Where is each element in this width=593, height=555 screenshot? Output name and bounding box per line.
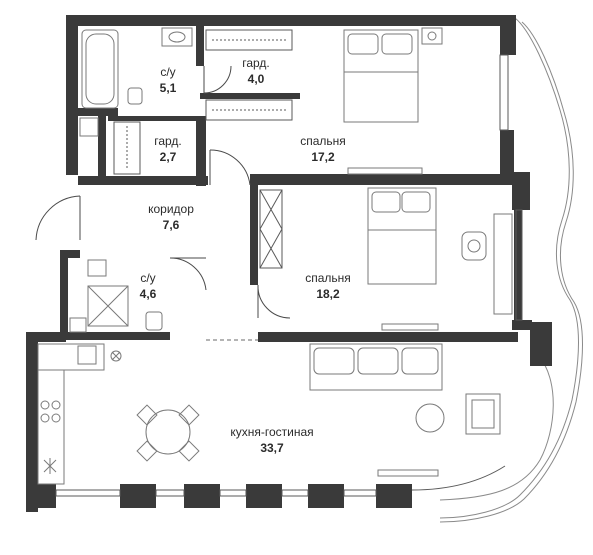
armchair [465,393,501,435]
room-label-living: кухня-гостиная 33,7 [230,425,313,455]
doors [35,65,291,319]
room-name: спальня [305,271,351,285]
kitchen-counter [37,343,122,485]
room-name: с/у [140,271,155,285]
room-label-closet1: гард. 4,0 [242,56,270,86]
right-windows [499,54,523,321]
bedroom2-tv [381,323,439,331]
bed-1 [343,29,419,123]
room-label-closet2: гард. 2,7 [154,134,182,164]
room-name: спальня [300,134,346,148]
bed-2 [367,187,437,285]
closet1-wardrobe-bottom [205,99,293,121]
sofa [309,343,443,391]
room-area: 17,2 [311,150,335,164]
closet2-wardrobe [113,121,141,175]
dining-table [136,404,200,462]
room-area: 2,7 [160,150,177,164]
bedroom2-wardrobe [259,189,283,269]
room-area: 18,2 [316,287,340,301]
bedroom2-desk [461,213,513,315]
room-area: 4,6 [140,287,157,301]
bath1-sink [161,27,193,47]
walls [26,15,552,512]
living-tv [377,469,439,477]
bedroom1-nightstand [421,27,443,45]
balcony-outline [439,17,583,523]
room-name: гард. [154,134,182,148]
coffee-table [415,403,445,433]
room-label-bath1: с/у 5,1 [160,65,177,95]
room-area: 7,6 [163,218,180,232]
room-name: с/у [160,65,175,79]
room-label-corridor: коридор 7,6 [148,202,194,232]
room-area: 4,0 [248,72,265,86]
closet1-wardrobe-top [205,29,293,51]
room-label-bedroom2: спальня 18,2 [305,271,351,301]
room-area: 33,7 [260,441,284,455]
bathtub [81,29,119,109]
bedroom1-tv [347,167,423,175]
room-name: кухня-гостиная [230,425,313,439]
room-name: гард. [242,56,270,70]
room-name: коридор [148,202,194,216]
washing-machine [79,117,99,137]
room-label-bedroom1: спальня 17,2 [300,134,346,164]
bath2-fixtures [69,259,163,333]
bottom-windows [55,465,506,497]
bath1-toilet [127,87,143,105]
room-label-bath2: с/у 4,6 [140,271,157,301]
room-area: 5,1 [160,81,177,95]
